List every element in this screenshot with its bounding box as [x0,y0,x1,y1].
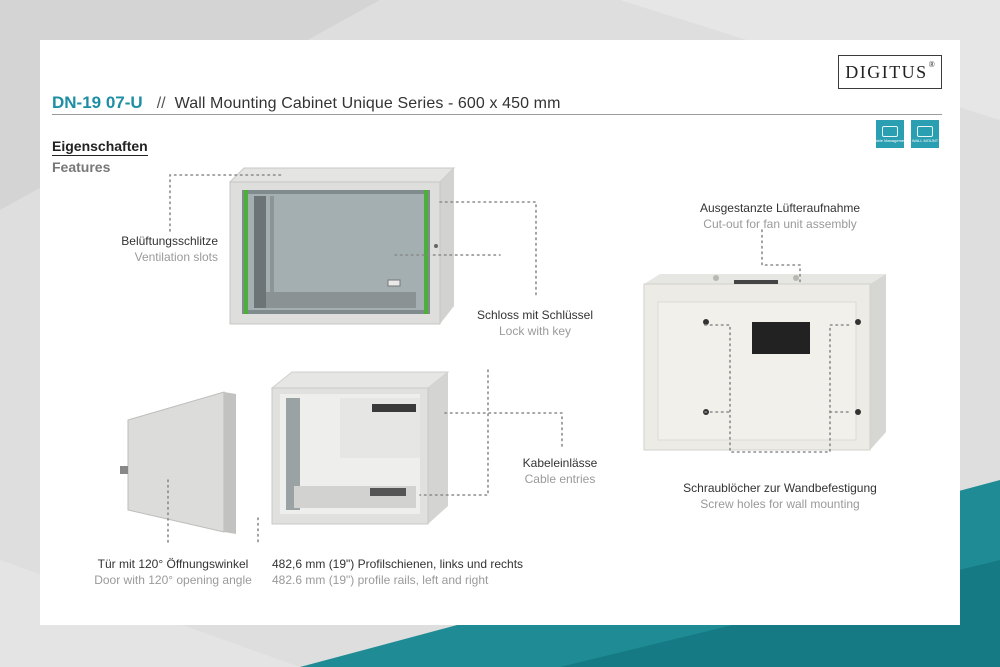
feature-cable-entries: Kabeleinlässe Cable entries [522,456,598,486]
feature-door-opening-angle: Tür mit 120° Öffnungswinkel Door with 12… [94,557,252,587]
feature-ventilation-slots: Belüftungsschlitze Ventilation slots [121,234,218,264]
callout-leader-lines [167,174,853,546]
cabinet-rear-image [643,274,886,451]
title-divider [52,114,942,115]
feature-fan-cutout: Ausgestanzte Lüfteraufnahme Cut-out for … [699,201,861,231]
product-title-row: DN-19 07-U // Wall Mounting Cabinet Uniq… [52,93,561,113]
cabinet-front-image [228,167,456,325]
title-separator: // [156,95,166,112]
cable-management-icon [882,125,898,137]
feature-wall-screw-holes: Schraublöcher zur Wandbefestigung Screw … [683,481,877,511]
feature-profile-rails: 482,6 mm (19") Profilschienen, links und… [272,557,524,587]
product-sku: DN-19 07-U [52,93,143,112]
section-title-de: Eigenschaften [52,138,148,156]
wall-mount-badge: WALL MOUNT [911,120,939,148]
feature-lock-with-key: Schloss mit Schlüssel Lock with key [476,308,594,338]
product-sheet-card: DIGITUS® DN-19 07-U // Wall Mounting Cab… [40,40,960,625]
cable-management-badge: Cable Management [873,120,907,148]
product-subtitle: Wall Mounting Cabinet Unique Series - 60… [174,95,561,112]
wall-mount-icon [917,125,933,137]
cabinet-open-door-image [120,371,450,534]
digitus-logo: DIGITUS® [838,55,942,89]
section-title-en: Features [52,159,111,175]
